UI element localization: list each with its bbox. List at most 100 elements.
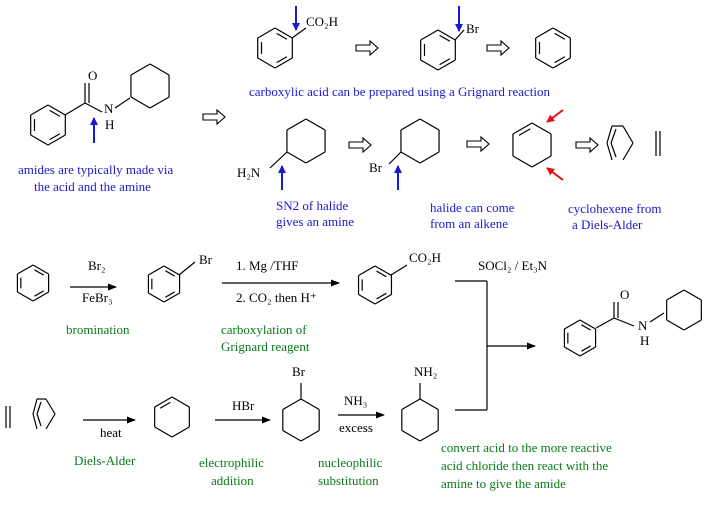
bromobenzene-ring-bond <box>420 59 439 71</box>
benzene2-ring-double-bond <box>34 290 44 297</box>
benzene-ring-bond <box>535 57 554 69</box>
product-ring-bond <box>564 319 581 330</box>
benzoic-acid-ring-bond <box>257 57 276 69</box>
bromocyclohexane-ring-bond <box>400 118 421 131</box>
product-ring-double-bond <box>581 345 591 352</box>
benzene-ring-double-bond <box>554 56 566 64</box>
bromobenzene2-ring-bond <box>148 265 165 276</box>
diene-bond <box>622 142 634 161</box>
diene2-double <box>36 401 42 415</box>
benzoic-acid2-label: CO₂H <box>409 250 441 265</box>
cyclohexylamine-ring-bond <box>286 151 307 164</box>
product-cyclohexyl-ring-bond <box>666 289 685 301</box>
prod-n-cyclo <box>649 312 665 323</box>
benzamide-ring-bond <box>30 104 49 116</box>
retro-arrow-3 <box>486 39 510 57</box>
benzoic-acid2-ring-bond <box>374 293 392 305</box>
acid2-bond <box>390 264 408 276</box>
caption-grignard: carboxylic acid can be prepared using a … <box>249 84 551 99</box>
cyclohexene-ring-bond <box>531 155 552 168</box>
caption-da-line1: cyclohexene from <box>568 201 661 216</box>
bromobenzene-ring-double-bond <box>439 58 451 66</box>
bromobenzene2-ring-double-bond <box>165 291 175 298</box>
reagent-heat: heat <box>100 425 122 440</box>
label-convert-line3: amine to give the amide <box>441 476 566 491</box>
cyclohexene-ring-bond <box>531 122 552 135</box>
cyclohexylamine2-ring-bond <box>401 429 421 442</box>
cyclohexene-ring-bond <box>512 122 533 135</box>
product-o-label: O <box>620 287 629 302</box>
amide-h-label: H <box>105 117 114 132</box>
acid-bond <box>291 27 307 39</box>
cyclohexene2-ring-bond <box>171 426 190 438</box>
caption-sn2-line1: SN2 of halide <box>276 198 348 213</box>
cyclohexylamine-ring-bond <box>286 118 307 131</box>
reagent-nh3: NH₃ <box>344 393 367 408</box>
bromocyclohexane-ring-bond <box>419 118 440 131</box>
label-bromination: bromination <box>66 322 130 337</box>
bromocyclohexane2-br-label: Br <box>292 364 306 379</box>
caption-halide-line1: halide can come <box>430 200 515 215</box>
bromobenzene2-br-label: Br <box>199 252 213 267</box>
cyclohexylamine2-nh2-label: NH₂ <box>414 364 437 379</box>
cyclohexyl-ring-bond <box>149 63 170 76</box>
reagent-febr3: FeBr₃ <box>82 290 113 305</box>
bromobenzene-br-label: Br <box>466 21 480 36</box>
cyclohexene-ring-double-bond <box>518 128 531 136</box>
benzoic-acid-ring-double-bond <box>276 56 288 64</box>
cyclohexylamine2-ring-bond <box>401 398 421 411</box>
benzoic-acid2-ring-double-bond <box>376 270 387 278</box>
cyclohexylamine2-ring-bond <box>419 398 439 411</box>
benzoic-acid2-ring-bond <box>358 265 376 277</box>
diene-bond <box>606 125 613 144</box>
bromobenzene2-ring-bond <box>163 265 180 276</box>
benzene-ring-double-bond <box>554 32 566 40</box>
amide-c-bond <box>64 102 86 116</box>
bromocyclohexane-ring-bond <box>419 151 440 164</box>
product-cyclohexyl-ring-bond <box>683 319 702 331</box>
benzene2-ring-bond <box>32 291 49 302</box>
cyclohexene2-ring-bond <box>154 426 173 438</box>
cbr-bond <box>388 151 402 165</box>
benzamide-ring-double-bond <box>49 133 61 141</box>
benzene-ring-bond <box>535 27 554 39</box>
benzene2-ring-bond <box>32 264 49 275</box>
bromocyclohexane2-ring-bond <box>300 429 320 442</box>
product-n-label: N <box>638 318 648 333</box>
retro-arrow-1 <box>202 108 226 126</box>
prod-c-bond <box>595 317 615 329</box>
retro-arrow-6 <box>575 136 599 154</box>
diene2-bond <box>32 413 38 430</box>
reagent-hbr: HBr <box>232 398 255 413</box>
retro-arrow-4 <box>348 136 372 154</box>
caption-halide-line2: from an alkene <box>430 216 508 231</box>
prod-cn <box>613 317 635 327</box>
label-diels-alder: Diels-Alder <box>74 453 136 468</box>
label-nucleophilic-line1: nucleophilic <box>318 455 382 470</box>
caption-amides-line1: amides are typically made via <box>18 162 173 177</box>
bromocyclohexane-ring-bond <box>400 151 421 164</box>
bromobenzene2-ring-bond <box>163 292 180 303</box>
benzoic-acid-ring-bond <box>274 57 293 69</box>
label-carboxylation-line1: carboxylation of <box>221 322 307 337</box>
diene-double <box>610 142 617 158</box>
cyclohexene2-ring-double-bond <box>159 401 171 409</box>
amide-o-label: O <box>88 68 97 83</box>
caption-sn2-line2: gives an amine <box>276 214 354 229</box>
cyclohexyl-ring-bond <box>149 96 170 109</box>
cyclohexylamine-ring-bond <box>305 118 326 131</box>
cyclohexylamine2-ring-bond <box>419 429 439 442</box>
amine-bond <box>269 151 288 169</box>
benzoic-acid-ring-bond <box>257 27 276 39</box>
benzene-ring-bond <box>552 57 571 69</box>
label-carboxylation-line2: Grignard reagent <box>221 339 310 354</box>
product-ring-double-bond <box>581 324 591 331</box>
reagent-co2-then: 2. CO₂ then H⁺ <box>236 290 317 305</box>
benzoic-acid2-ring-double-bond <box>376 292 387 300</box>
bromobenzene-ring-double-bond <box>439 34 451 42</box>
benzamide-ring-bond <box>30 134 49 146</box>
diene-bond <box>606 142 613 161</box>
cyclohexene2-ring-bond <box>171 396 190 408</box>
